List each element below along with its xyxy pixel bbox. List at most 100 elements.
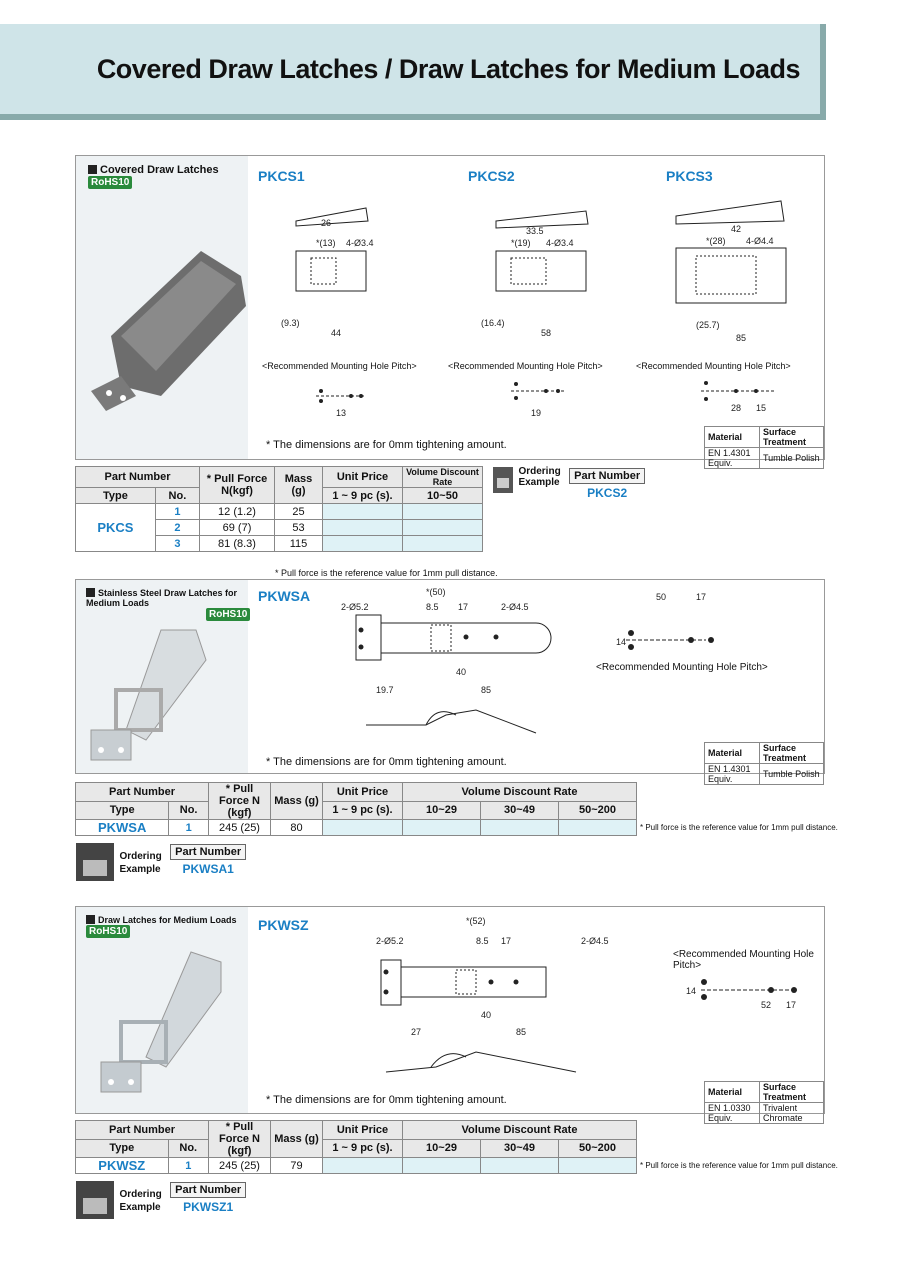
svg-text:2-Ø4.5: 2-Ø4.5 [581, 936, 609, 946]
model-pkwsa: PKWSA [258, 588, 311, 604]
rohs-badge: RoHS10 [206, 608, 251, 621]
phone-icon [493, 467, 513, 493]
pkcs-panel: Covered Draw Latches RoHS10 PKCS1 PKCS2 … [75, 155, 825, 469]
pkwsz-ordering-pn: PKWSZ1 [183, 1200, 234, 1214]
model-pkcs3: PKCS3 [666, 168, 713, 184]
pkwsa-dimension-drawings: *(50) 2-Ø5.2 8.5 17 2-Ø4.5 40 85 19.7 50 17 14 [341, 587, 714, 734]
svg-text:58: 58 [541, 328, 551, 338]
model-pkwsz: PKWSZ [258, 917, 309, 933]
svg-text:*(19): *(19) [511, 238, 531, 248]
svg-text:50: 50 [656, 592, 666, 602]
svg-text:44: 44 [331, 328, 341, 338]
svg-text:85: 85 [736, 333, 746, 343]
svg-text:13: 13 [336, 408, 346, 418]
svg-text:28: 28 [731, 403, 741, 413]
svg-text:17: 17 [786, 1000, 796, 1010]
svg-text:(9.3): (9.3) [281, 318, 300, 328]
model-pkcs1: PKCS1 [258, 168, 305, 184]
svg-text:(25.7): (25.7) [696, 320, 720, 330]
pkwsa-footnote: * Pull force is the reference value for … [640, 823, 838, 832]
pkwsa-panel: Stainless Steel Draw Latches for Medium … [75, 579, 825, 785]
pkwsz-part-table: Part Number * Pull Force N (kgf) Mass (g… [75, 1120, 637, 1174]
model-pkcs2: PKCS2 [468, 168, 515, 184]
pkwsz-dimension-drawings: *(52) 2-Ø5.2 8.5 17 2-Ø4.5 40 85 27 52 17 14 [376, 916, 797, 1073]
svg-text:15: 15 [756, 403, 766, 413]
svg-text:*(28): *(28) [706, 236, 726, 246]
phone-icon [76, 1181, 114, 1219]
rohs-badge: RoHS10 [88, 176, 133, 189]
pkcs3-hole-pitch-label: <Recommended Mounting Hole Pitch> [636, 361, 791, 371]
svg-text:4-Ø3.4: 4-Ø3.4 [546, 238, 574, 248]
svg-text:19: 19 [531, 408, 541, 418]
pkwsz-footnote: * Pull force is the reference value for … [640, 1161, 838, 1170]
pkwsz-hole-pitch-label: <Recommended Mounting Hole Pitch> [673, 949, 814, 971]
title-banner: Covered Draw Latches / Draw Latches for … [0, 24, 826, 120]
pkwsz-product-photo [100, 951, 222, 1093]
pkwsz-dimension-note: * The dimensions are for 0mm tightening … [266, 1094, 507, 1106]
pkcs-ordering-pn: PKCS2 [587, 486, 628, 500]
svg-text:85: 85 [516, 1027, 526, 1037]
svg-text:2-Ø5.2: 2-Ø5.2 [376, 936, 404, 946]
pkcs1-hole-pitch-label: <Recommended Mounting Hole Pitch> [262, 361, 417, 371]
svg-text:*(50): *(50) [426, 587, 446, 597]
table-row: 2 69 (7) 53 [76, 519, 483, 536]
bullet-square-icon [88, 165, 97, 174]
table-row: PKCS 1 12 (1.2) 25 [75, 503, 483, 552]
svg-text:26: 26 [321, 218, 331, 228]
svg-text:17: 17 [696, 592, 706, 602]
svg-text:2-Ø4.5: 2-Ø4.5 [501, 602, 529, 612]
pkwsa-part-table: Part Number * Pull Force N (kgf) Mass (g… [74, 782, 637, 836]
pkcs2-hole-pitch-label: <Recommended Mounting Hole Pitch> [448, 361, 603, 371]
pkwsa-hole-pitch-label: <Recommended Mounting Hole Pitch> [596, 662, 768, 673]
rohs-badge: RoHS10 [86, 925, 131, 938]
svg-text:40: 40 [456, 667, 466, 677]
bullet-square-icon [86, 915, 95, 924]
pkcs-photo-area: Covered Draw Latches RoHS10 [76, 156, 248, 459]
pkwsz-panel: Draw Latches for Medium Loads RoHS10 PKW… [75, 906, 825, 1124]
svg-text:40: 40 [481, 1010, 491, 1020]
svg-text:19.7: 19.7 [376, 685, 394, 695]
svg-text:8.5: 8.5 [426, 602, 439, 612]
phone-icon [76, 843, 114, 881]
svg-text:4-Ø3.4: 4-Ø3.4 [346, 238, 374, 248]
pkcs-dimension-drawings: *(13) 4-Ø3.4 (9.3) 44 26 *(19) 4-Ø3.4 (16.4)… [281, 200, 787, 418]
table-row: PKWSZ 1 245 (25) 79 [75, 1157, 637, 1174]
page-title: Covered Draw Latches / Draw Latches for … [96, 54, 801, 84]
svg-text:52: 52 [761, 1000, 771, 1010]
svg-text:27: 27 [411, 1027, 421, 1037]
pkcs-footnote: * Pull force is the reference value for … [275, 568, 498, 578]
pkwsa-photo-area: Stainless Steel Draw Latches for Medium … [76, 580, 251, 773]
svg-text:42: 42 [731, 224, 741, 234]
pkcs-dimension-note: * The dimensions are for 0mm tightening … [266, 439, 507, 451]
pkcs-product-photo [91, 251, 246, 411]
pkwsz-heading: Draw Latches for Medium Loads RoHS10 [86, 915, 248, 938]
table-row: PKWSA 1 245 (25) 80 [74, 819, 637, 836]
table-row: 3 81 (8.3) 115 [76, 535, 483, 552]
svg-text:14: 14 [616, 637, 626, 647]
pkcs-heading: Covered Draw Latches RoHS10 [88, 164, 248, 189]
svg-text:85: 85 [481, 685, 491, 695]
pkwsa-ordering-pn: PKWSA1 [182, 862, 234, 876]
pkwsa-dimension-note: * The dimensions are for 0mm tightening … [266, 756, 507, 768]
svg-text:*(13): *(13) [316, 238, 336, 248]
svg-text:17: 17 [501, 936, 511, 946]
svg-text:33.5: 33.5 [526, 226, 544, 236]
svg-text:2-Ø5.2: 2-Ø5.2 [341, 602, 369, 612]
pkcs-part-table: Part Number * Pull Force N(kgf) Mass (g)… [75, 466, 483, 552]
pkwsz-photo-area: Draw Latches for Medium Loads RoHS10 [76, 907, 248, 1113]
svg-text:*(52): *(52) [466, 916, 486, 926]
svg-text:17: 17 [458, 602, 468, 612]
svg-text:4-Ø4.4: 4-Ø4.4 [746, 236, 774, 246]
svg-text:14: 14 [686, 986, 696, 996]
svg-text:8.5: 8.5 [476, 936, 489, 946]
svg-text:(16.4): (16.4) [481, 318, 505, 328]
bullet-square-icon [86, 588, 95, 597]
pkwsa-product-photo [90, 629, 207, 761]
pkwsa-heading: Stainless Steel Draw Latches for Medium … [86, 588, 251, 621]
